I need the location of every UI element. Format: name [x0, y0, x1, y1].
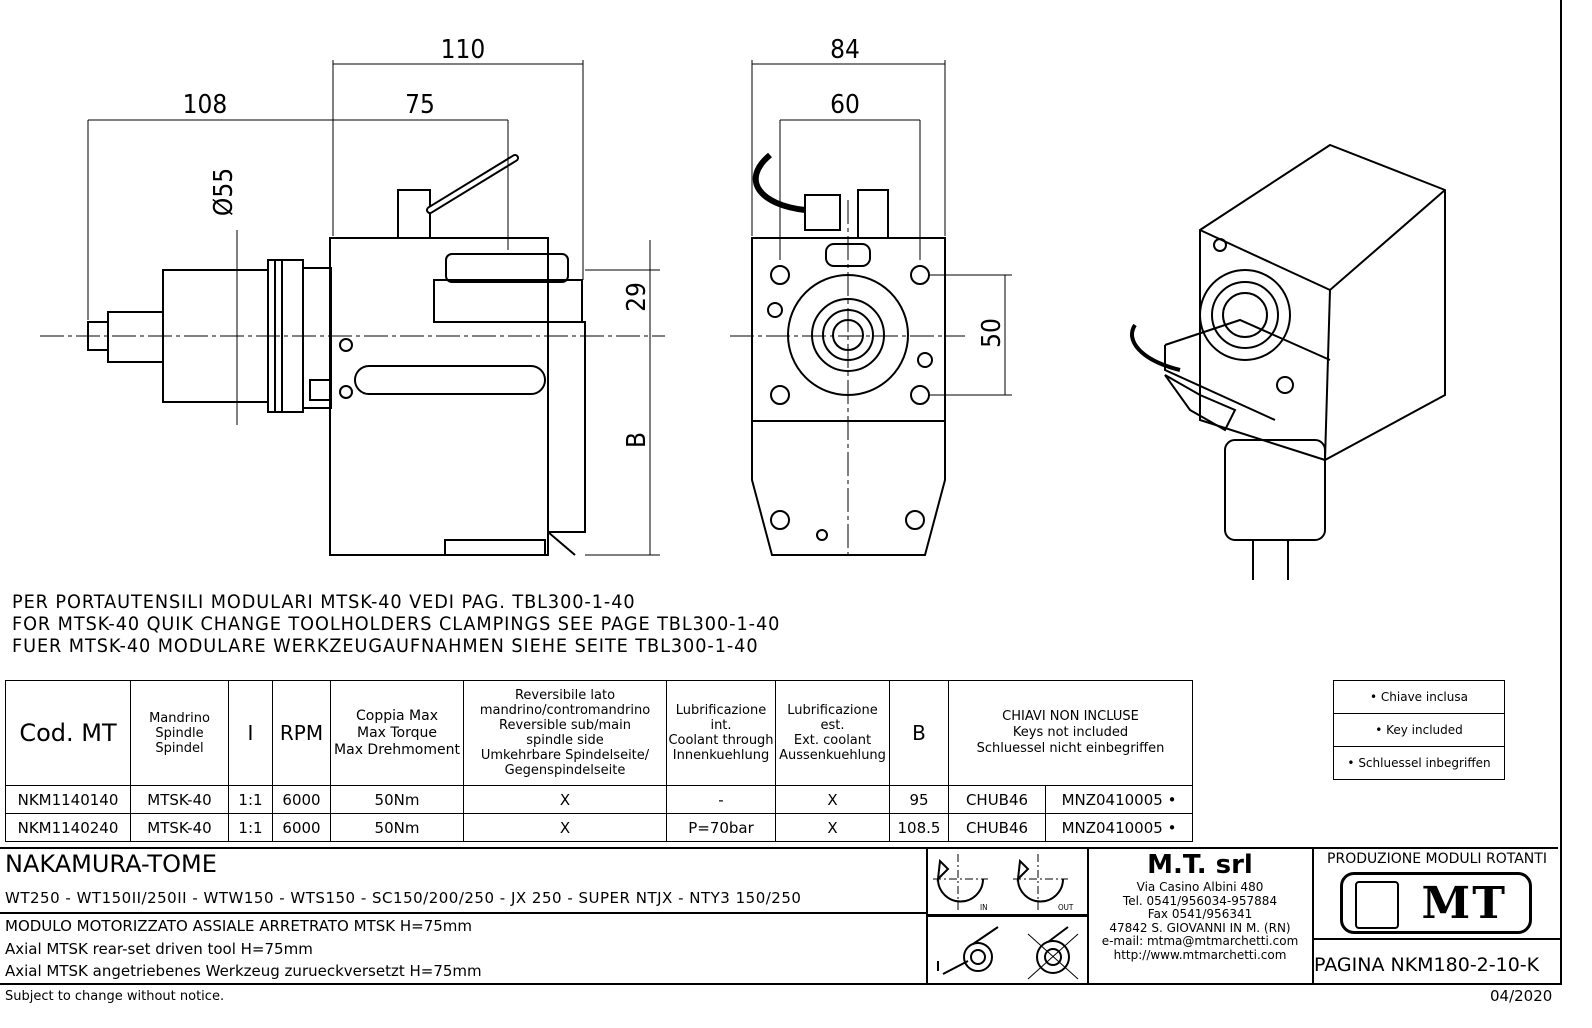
cell-spindle: MTSK-40 [130, 813, 229, 842]
cell-torque: 50Nm [330, 785, 464, 814]
description-it: MODULO MOTORIZZATO ASSIALE ARRETRATO MTS… [5, 917, 472, 935]
note-de: FUER MTSK-40 MODULARE WERKZEUGAUFNAHMEN … [12, 635, 759, 657]
company-tel: Tel. 0541/956034-957884 [1122, 893, 1278, 908]
company-fax: Fax 0541/956341 [1147, 907, 1253, 921]
company-info: M.T. srl Via Casino Albini 480 Tel. 0541… [1089, 849, 1311, 962]
description-en: Axial MTSK rear-set driven tool H=75mm [5, 940, 313, 958]
company-email[interactable]: e-mail: mtma@mtmarchetti.com [1101, 934, 1299, 948]
side-view [40, 154, 665, 556]
cell-ratio: 1:1 [228, 813, 273, 842]
key-legend: • Chiave inclusa • Key included • Schlue… [1333, 680, 1505, 780]
rot-in-label: IN [980, 903, 988, 912]
cell-key1: CHUB46 [948, 785, 1046, 814]
dim-110: 110 [441, 35, 486, 65]
production-label: PRODUZIONE MODULI ROTANTI [1327, 851, 1547, 867]
dim-108: 108 [183, 90, 228, 120]
rotation-out-icon [1013, 854, 1068, 911]
cell-key2: MNZ0410005 • [1045, 813, 1193, 842]
cell-ratio: 1:1 [228, 785, 273, 814]
cell-reversible: X [463, 813, 667, 842]
note-en: FOR MTSK-40 QUIK CHANGE TOOLHOLDERS CLAM… [12, 613, 781, 635]
cell-b: 95 [889, 785, 949, 814]
title-block [0, 847, 1558, 985]
technical-drawing: 110 108 75 84 60 Ø55 29 B 50 [40, 35, 1446, 580]
notes: PER PORTAUTENSILI MODULARI MTSK-40 VEDI … [12, 591, 838, 657]
rot-out-label: OUT [1058, 903, 1074, 912]
isometric-view [1130, 143, 1446, 580]
header-ratio: I [228, 680, 273, 786]
description-de: Axial MTSK angetriebenes Werkzeug zuruec… [5, 962, 482, 980]
cell-rpm: 6000 [272, 813, 331, 842]
cell-rpm: 6000 [272, 785, 331, 814]
dim-50: 50 [977, 318, 1007, 348]
dim-75: 75 [405, 90, 435, 120]
dim-84: 84 [830, 35, 860, 65]
rotation-in-icon [933, 854, 988, 911]
cell-reversible: X [463, 785, 667, 814]
rotation-icons: IN OUT [933, 854, 1079, 980]
cell-code: NKM1140240 [5, 813, 131, 842]
no-wrench-icon [1027, 926, 1079, 980]
cell-coolant-ext: X [775, 785, 890, 814]
disclaimer: Subject to change without notice. [5, 989, 225, 1004]
front-view [730, 152, 965, 560]
cell-coolant-int: P=70bar [666, 813, 776, 842]
legend-it: • Chiave inclusa [1333, 680, 1505, 714]
company-city: 47842 S. GIOVANNI IN M. (RN) [1109, 920, 1291, 935]
header-rpm: RPM [272, 680, 331, 786]
mt-logo: MT [1340, 872, 1532, 934]
cell-torque: 50Nm [330, 813, 464, 842]
cell-code: NKM1140140 [5, 785, 131, 814]
key-wrench-icon [937, 926, 999, 975]
header-b: B [889, 680, 949, 786]
cell-key2: MNZ0410005 • [1045, 785, 1193, 814]
cell-coolant-ext: X [775, 813, 890, 842]
revision-date: 04/2020 [1490, 987, 1553, 1005]
dim-diameter-55: Ø55 [209, 168, 239, 216]
cell-spindle: MTSK-40 [130, 785, 229, 814]
machine-models: WT250 - WT150II/250II - WTW150 - WTS150 … [5, 889, 802, 907]
dim-b: B [622, 432, 652, 448]
company-address: Via Casino Albini 480 [1136, 880, 1264, 894]
page-number: PAGINA NKM180-2-10-K [1314, 954, 1540, 976]
legend-en: • Key included [1333, 713, 1505, 747]
machine-brand: NAKAMURA-TOME [5, 850, 217, 878]
cell-b: 108.5 [889, 813, 949, 842]
legend-de: • Schluessel inbegriffen [1333, 746, 1505, 780]
logo-tool-icon [1355, 881, 1399, 929]
logo-text: MT [1421, 877, 1507, 929]
dim-29: 29 [622, 282, 652, 312]
header-code: Cod. MT [5, 680, 131, 786]
cell-key1: CHUB46 [948, 813, 1046, 842]
cell-coolant-int: - [666, 785, 776, 814]
dim-60: 60 [830, 90, 860, 120]
company-website[interactable]: http://www.mtmarchetti.com [1113, 947, 1287, 962]
company-name: M.T. srl [1147, 850, 1253, 880]
note-it: PER PORTAUTENSILI MODULARI MTSK-40 VEDI … [12, 591, 636, 613]
